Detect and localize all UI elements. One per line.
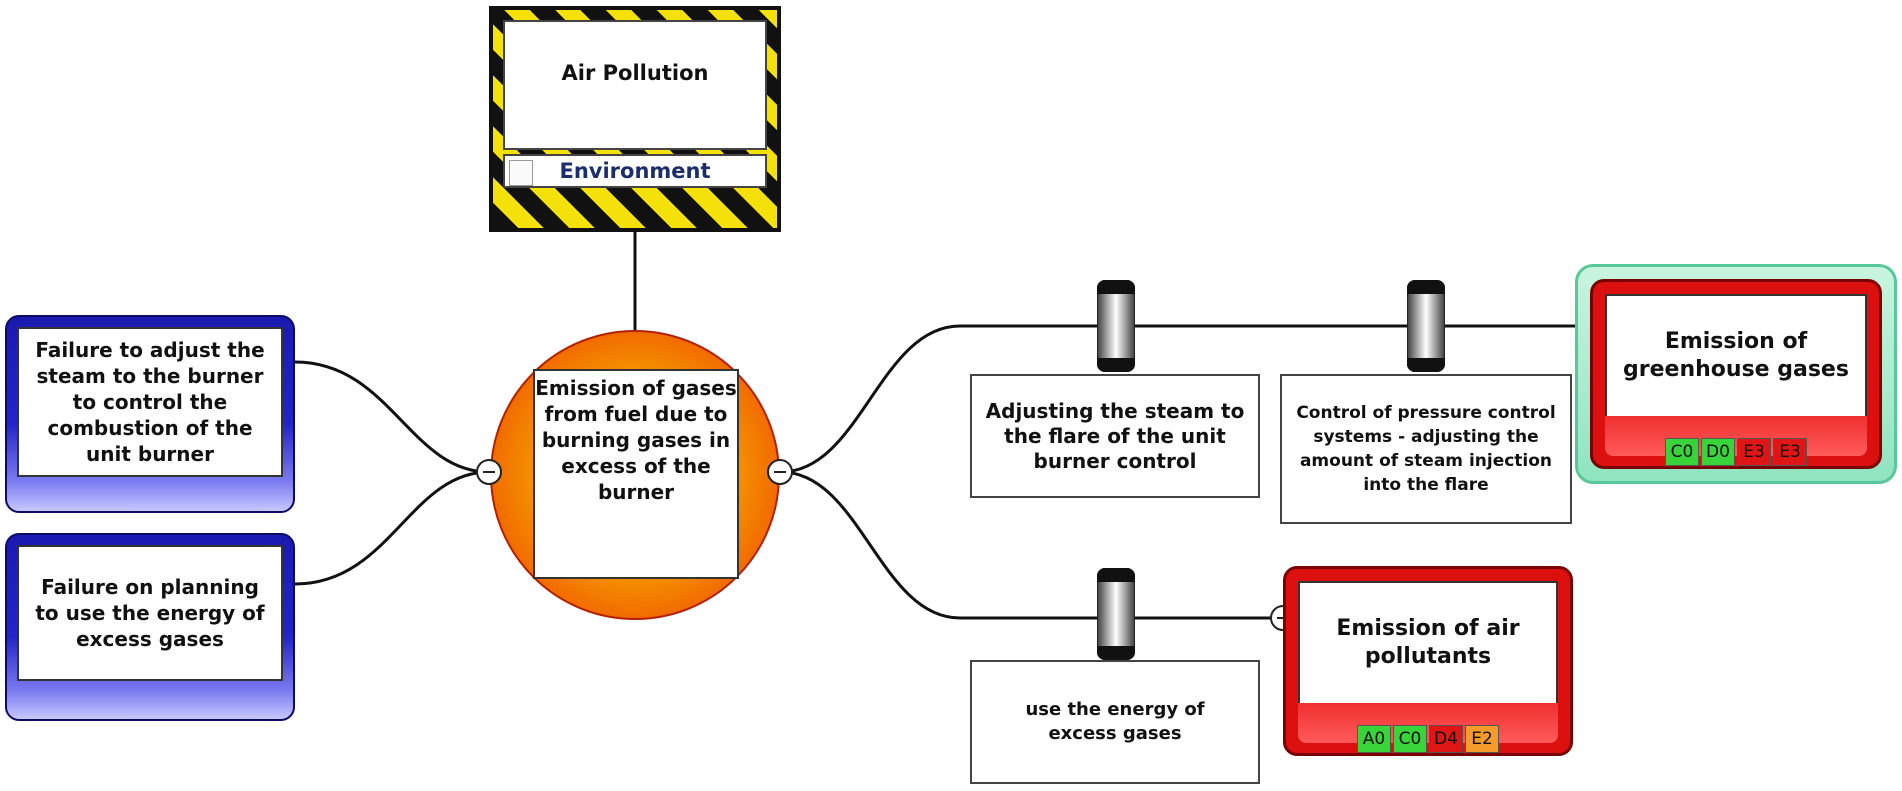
risk-badge: A0	[1357, 725, 1391, 753]
threat-1[interactable]: Failure to adjust the steam to the burne…	[5, 315, 295, 513]
hazard-title: Air Pollution	[503, 20, 767, 150]
barrier-3-indicator	[1097, 568, 1135, 660]
risk-badge: C0	[1665, 438, 1699, 466]
consequence-1-label: Emission of greenhouse gases	[1605, 294, 1867, 418]
barrier-1-indicator	[1097, 280, 1135, 372]
barrier-2-indicator	[1407, 280, 1445, 372]
barrier-3[interactable]: use the energy of excess gases	[970, 660, 1260, 784]
consequence-1-band	[1605, 416, 1867, 456]
threat-1-connector	[294, 360, 490, 474]
consequence-2-band	[1298, 703, 1558, 743]
collapse-threats-toggle[interactable]	[476, 459, 502, 485]
risk-badge: D4	[1429, 725, 1463, 753]
threat-2-connector	[294, 470, 490, 586]
risk-badge: E3	[1737, 438, 1771, 466]
risk-badge: C0	[1393, 725, 1427, 753]
threat-2[interactable]: Failure on planning to use the energy of…	[5, 533, 295, 721]
barrier-2[interactable]: Control of pressure control systems - ad…	[1280, 374, 1572, 524]
consequence-2-label: Emission of air pollutants	[1298, 581, 1558, 705]
risk-badge: E2	[1465, 725, 1499, 753]
threat-1-label: Failure to adjust the steam to the burne…	[17, 327, 283, 477]
risk-badge: D0	[1701, 438, 1735, 466]
risk-badge: E3	[1773, 438, 1807, 466]
category-chip	[509, 160, 533, 186]
hazard-box[interactable]: Air Pollution Environment	[489, 6, 781, 232]
barrier-1[interactable]: Adjusting the steam to the flare of the …	[970, 374, 1260, 498]
top-event[interactable]: Emission of gases from fuel due to burni…	[490, 330, 780, 620]
top-event-label: Emission of gases from fuel due to burni…	[533, 369, 739, 579]
consequence-1-connector	[780, 324, 1590, 474]
hazard-category: Environment	[503, 154, 767, 188]
threat-2-label: Failure on planning to use the energy of…	[17, 545, 283, 681]
collapse-consequences-toggle[interactable]	[767, 459, 793, 485]
hazard-category-label: Environment	[559, 159, 711, 183]
consequence-2-connector	[780, 470, 1283, 620]
